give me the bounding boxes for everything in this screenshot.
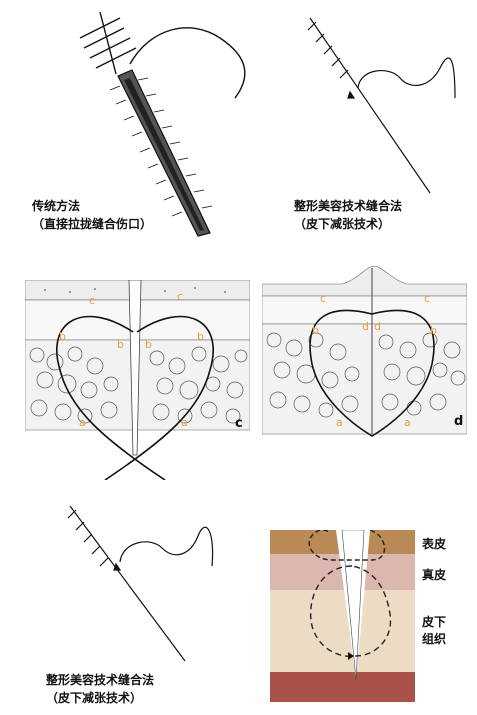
label-c-b2: b [117, 338, 124, 351]
layer-subcutaneous [270, 590, 415, 672]
traditional-caption-line1: 传统方法 [32, 199, 81, 213]
label-d-a2: a [404, 416, 411, 429]
layer-bottom [270, 672, 415, 702]
label-d-a: a [336, 416, 343, 429]
panel-cosmetic-suture-bottom: 整形美容技术缝合法 （皮下减张技术） [40, 496, 240, 711]
layer-label-epidermis: 表皮 [422, 537, 447, 551]
panel-letter-d: d [454, 414, 464, 429]
label-d-b: b [312, 324, 319, 337]
cosmetic-caption-top-line1: 整形美容技术缝合法 [294, 199, 403, 213]
label-c-a2: a [181, 416, 188, 429]
layer-label-subcutaneous: 皮下组织 [422, 615, 447, 646]
label-d-c: c [320, 292, 327, 305]
suture-path-d [309, 309, 435, 437]
traditional-suture-illustration [79, 11, 246, 237]
suture-loop-lower [310, 565, 392, 658]
label-d-d: d [362, 320, 369, 333]
cosmetic-suture-illustration-top [307, 17, 456, 194]
diagram-c-tissue [25, 280, 250, 480]
diagram-d-tissue [262, 265, 467, 437]
cosmetic-caption-top-line2: （皮下减张技术） [294, 217, 391, 231]
suture-loop-upper [308, 530, 386, 561]
label-c-b: b [59, 330, 66, 343]
cosmetic-suture-illustration-bottom [67, 505, 214, 662]
suture-path-c [56, 315, 166, 480]
panel-diagram-c: c c b b b b a a c [25, 280, 250, 480]
label-c-c2: c [177, 290, 184, 303]
panel-letter-c: c [235, 416, 243, 431]
layer-label-dermis: 真皮 [422, 568, 447, 582]
cosmetic-caption-bottom-line1: 整形美容技术缝合法 [46, 673, 155, 687]
label-d-d2: d [374, 320, 381, 333]
label-c-b3: b [145, 338, 152, 351]
label-d-c2: c [424, 292, 431, 305]
label-c-a: a [79, 416, 86, 429]
label-c-b4: b [197, 330, 204, 343]
panel-cosmetic-suture-top: 整形美容技术缝合法 （皮下减张技术） [280, 8, 470, 238]
skin-layers-diagram [270, 530, 415, 702]
cosmetic-caption-bottom-line2: （皮下减张技术） [46, 691, 143, 705]
panel-traditional-suture: 传统方法 （直接拉拢缝合伤口） [32, 8, 260, 238]
label-c-c: c [89, 294, 96, 307]
panel-diagram-d: c c b d d b a a d [262, 264, 467, 459]
traditional-caption-line2: （直接拉拢缝合伤口） [32, 217, 153, 231]
panel-skin-layers: 表皮 真皮 皮下组织 [270, 530, 470, 702]
label-d-b2: b [430, 324, 437, 337]
